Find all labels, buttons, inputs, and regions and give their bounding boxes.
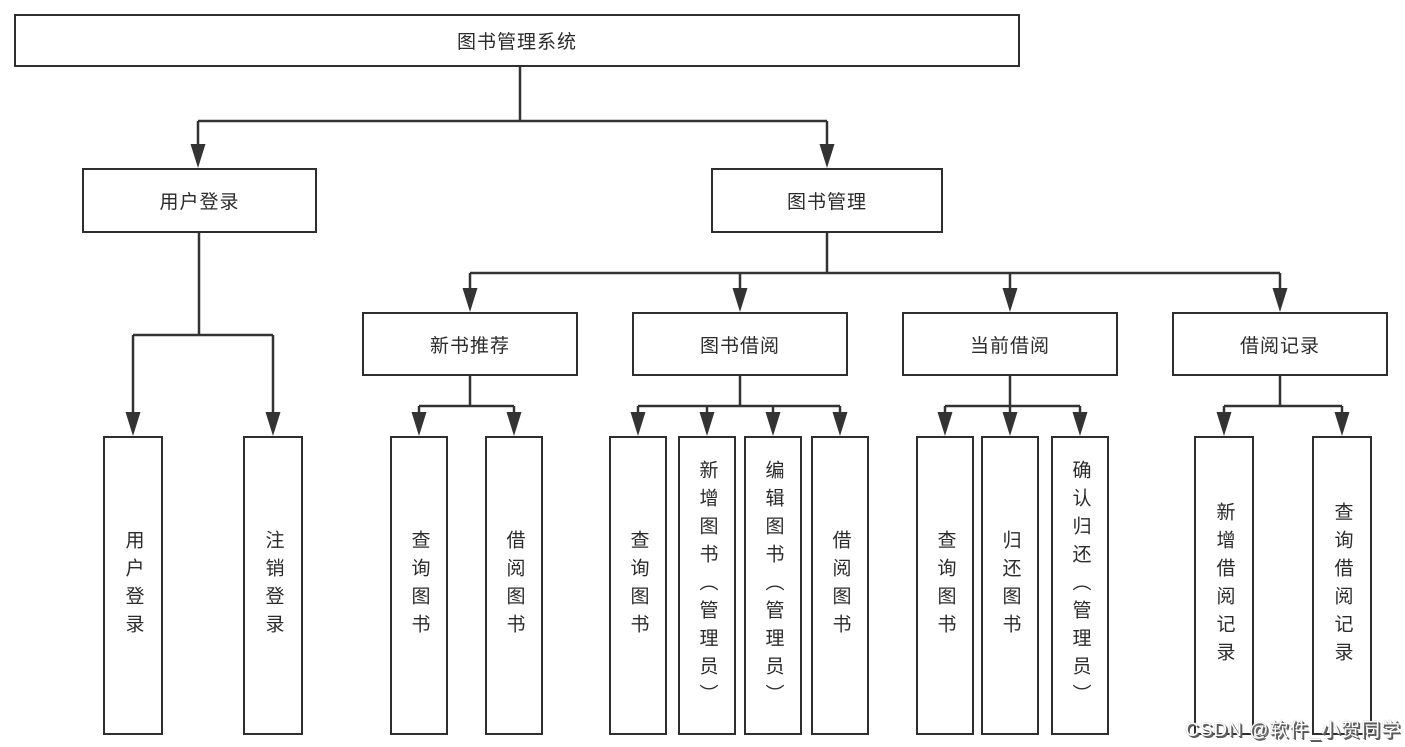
node-borrow-record: 借阅记录 — [1172, 312, 1388, 376]
connector-book-management — [468, 233, 1282, 294]
arrowhead-icon — [1334, 412, 1350, 436]
connector-current-borrow — [943, 376, 1082, 418]
watermark: CSDN @软件_小贺同学 — [1185, 720, 1401, 741]
leaf-borrow-edit-book-admin: 编辑图书（管理员） — [744, 436, 802, 735]
leaf-recommend-query-book: 查询图书 — [390, 436, 448, 735]
arrowhead-icon — [1272, 288, 1288, 312]
node-book-borrow: 图书借阅 — [632, 312, 848, 376]
arrowhead-icon — [832, 412, 848, 436]
leaf-record-query: 查询借阅记录 — [1312, 436, 1372, 735]
leaf-current-return-book: 归还图书 — [981, 436, 1039, 735]
node-current-borrow: 当前借阅 — [902, 312, 1118, 376]
node-book-management: 图书管理 — [711, 168, 943, 233]
arrowhead-icon — [819, 144, 835, 168]
node-root: 图书管理系统 — [14, 14, 1020, 67]
arrowhead-icon — [462, 288, 478, 312]
connector-user-login — [131, 233, 275, 418]
arrowhead-icon — [265, 412, 281, 436]
arrowhead-icon — [765, 412, 781, 436]
leaf-borrow-borrow-book: 借阅图书 — [811, 436, 869, 735]
arrowhead-icon — [1072, 412, 1088, 436]
connector-borrow-record — [1222, 376, 1344, 418]
arrowhead-icon — [190, 144, 206, 168]
arrowhead-icon — [1002, 288, 1018, 312]
arrowheads — [125, 144, 1350, 436]
arrowhead-icon — [1216, 412, 1232, 436]
arrowhead-icon — [732, 288, 748, 312]
connector-new-book-recommend — [417, 376, 516, 418]
leaf-current-confirm-return-admin: 确认归还（管理员） — [1051, 436, 1109, 735]
arrowhead-icon — [937, 412, 953, 436]
node-new-book-recommend: 新书推荐 — [362, 312, 578, 376]
connector-book-borrow — [636, 376, 842, 418]
arrowhead-icon — [411, 412, 427, 436]
leaf-borrow-add-book-admin: 新增图书（管理员） — [678, 436, 736, 735]
arrowhead-icon — [630, 412, 646, 436]
connector-root — [196, 66, 829, 150]
leaf-borrow-query-book: 查询图书 — [609, 436, 667, 735]
leaf-current-query-book: 查询图书 — [916, 436, 974, 735]
leaf-recommend-borrow-book: 借阅图书 — [485, 436, 543, 735]
leaf-logout: 注销登录 — [243, 436, 303, 735]
arrowhead-icon — [699, 412, 715, 436]
arrowhead-icon — [1002, 412, 1018, 436]
connector-shafts — [131, 66, 1344, 418]
arrowhead-icon — [506, 412, 522, 436]
leaf-record-add: 新增借阅记录 — [1194, 436, 1254, 735]
leaf-user-login: 用户登录 — [103, 436, 163, 735]
node-user-login: 用户登录 — [82, 168, 317, 233]
arrowhead-icon — [125, 412, 141, 436]
